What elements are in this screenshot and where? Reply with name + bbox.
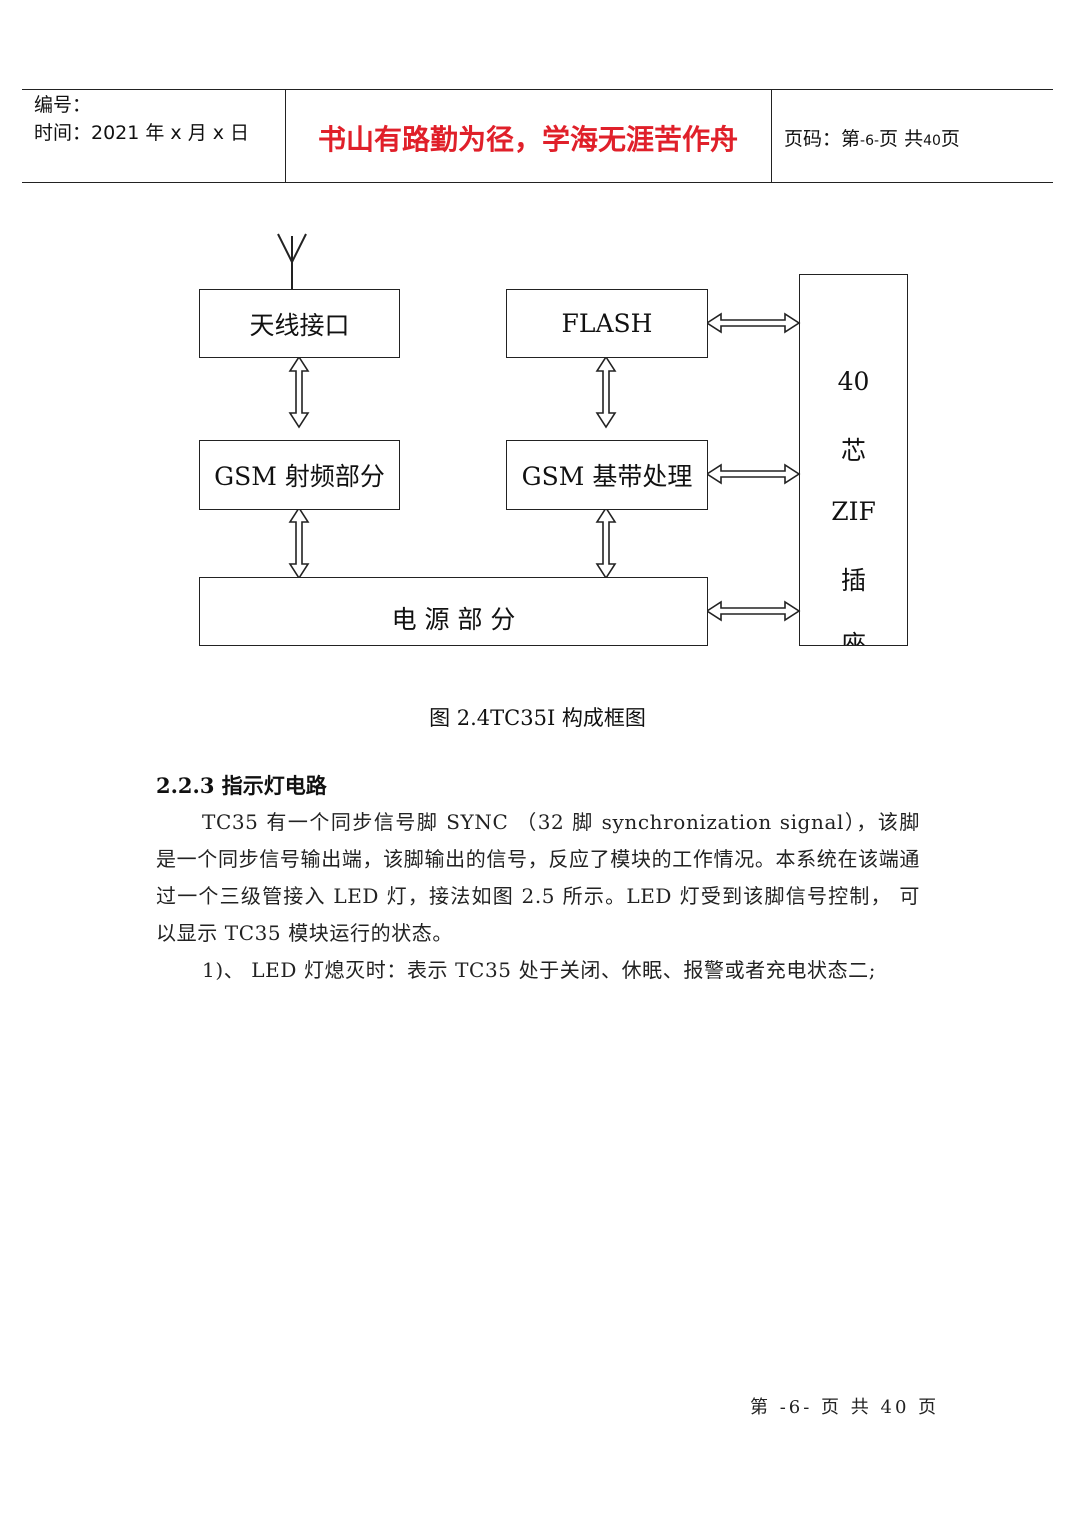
arrow-baseband-zif <box>706 464 800 484</box>
zif-label-line-5: 座 <box>840 630 866 646</box>
diagram-connectors <box>277 233 800 621</box>
section-heading: 2.2.3 指示灯电路 <box>156 773 327 798</box>
flash-block: FLASH <box>506 289 708 358</box>
zif-socket-block: 40 芯 ZIF 插 座 <box>799 274 908 646</box>
zif-label-line-4: 插 <box>840 566 866 595</box>
page-mid: 页 共 <box>879 128 924 150</box>
header-divider-right <box>771 90 772 182</box>
page-suffix: 页 <box>940 128 960 150</box>
zif-label-line-3: ZIF <box>831 497 876 526</box>
arrow-rf-power <box>289 507 309 579</box>
header-page-info: 页码：第-6-页 共40页 <box>784 124 960 151</box>
document-number-label: 编号： <box>34 94 92 116</box>
page-total: 40 <box>923 133 941 149</box>
body-text: TC35 有一个同步信号脚 SYNC （32 脚 synchronization… <box>156 804 920 989</box>
page-current: -6- <box>860 133 880 149</box>
header-top-rule <box>22 89 1053 90</box>
page-footer: 第 -6- 页 共 40 页 <box>750 1397 940 1418</box>
header-divider-left <box>285 90 286 182</box>
arrow-flash-zif <box>706 313 800 333</box>
paragraph-1: TC35 有一个同步信号脚 SYNC （32 脚 synchronization… <box>156 810 920 945</box>
arrow-antenna-rf <box>289 356 309 428</box>
header-motto: 书山有路勤为径，学海无涯苦作舟 <box>317 123 738 156</box>
figure-caption: 图 2.4TC35I 构成框图 <box>429 706 646 730</box>
zif-label-line-1: 40 <box>837 367 870 396</box>
gsm-rf-block: GSM 射频部分 <box>199 440 400 510</box>
arrow-baseband-power <box>596 507 616 579</box>
document-time: 时间：2021 年 x 月 x 日 <box>34 122 250 144</box>
header-bottom-rule <box>22 182 1053 183</box>
antenna-interface-block: 天线接口 <box>199 289 400 358</box>
arrow-flash-baseband <box>596 356 616 428</box>
arrow-power-zif <box>706 601 800 621</box>
zif-label-line-2: 芯 <box>840 436 866 465</box>
page-prefix: 页码：第 <box>784 128 861 150</box>
power-block: 电 源 部 分 <box>199 577 708 646</box>
paragraph-2: 1)、 LED 灯熄灭时：表示 TC35 处于关闭、休眠、报警或者充电状态二; <box>202 958 877 982</box>
gsm-baseband-block: GSM 基带处理 <box>506 440 708 510</box>
antenna-icon <box>277 233 307 290</box>
